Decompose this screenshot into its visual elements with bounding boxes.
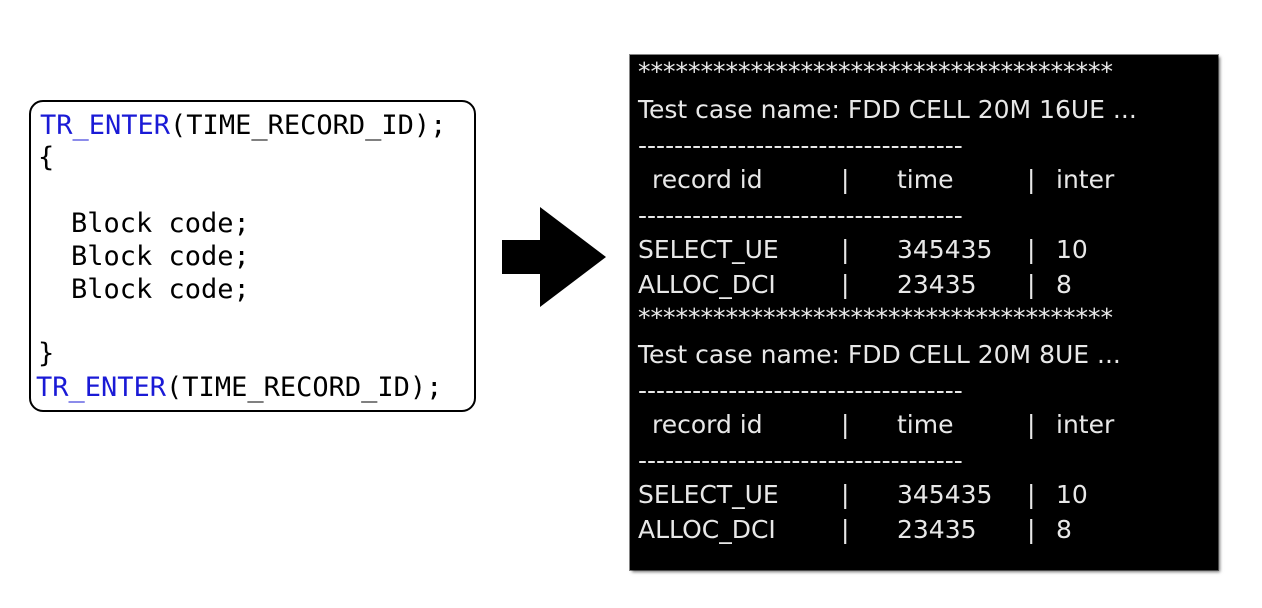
header-inter: inter [1056,410,1115,439]
header-inter: inter [1056,165,1115,194]
row-separator: | [1027,235,1036,264]
row-separator: | [841,270,850,299]
code-argument: (TIME_RECORD_ID); [170,110,447,141]
terminal-output: ************************************** T… [630,55,1218,570]
row-time: 345435 [897,480,993,509]
code-line-tr-enter-end: TR_ENTER(TIME_RECORD_ID); [36,372,442,404]
code-block-line: Block code; [71,208,250,239]
row-inter: 8 [1056,270,1072,299]
header-time: time [897,165,954,194]
dash-separator: ------------------------------------ [638,131,963,160]
row-time: 23435 [897,515,977,544]
row-separator: | [1027,515,1036,544]
row-name: SELECT_UE [638,235,779,264]
row-name: ALLOC_DCI [638,515,776,544]
header-record-id: record id [652,410,763,439]
star-separator: ************************************** [638,303,1113,332]
test-case-title: Test case name: FDD CELL 20M 8UE ... [638,340,1121,369]
star-separator: ************************************** [638,57,1113,86]
test-case-title: Test case name: FDD CELL 20M 16UE ... [638,95,1137,124]
header-separator: | [1027,165,1036,194]
code-keyword: TR_ENTER [36,372,167,403]
header-separator: | [841,165,850,194]
row-separator: | [841,235,850,264]
dash-separator: ------------------------------------ [638,446,963,475]
header-record-id: record id [652,165,763,194]
code-keyword: TR_ENTER [40,110,171,141]
code-line-tr-enter-start: TR_ENTER(TIME_RECORD_ID); [40,110,446,142]
row-separator: | [841,480,850,509]
code-block-line: Block code; [71,241,250,272]
code-open-brace: { [38,142,55,173]
row-inter: 10 [1056,235,1088,264]
row-name: ALLOC_DCI [638,270,776,299]
row-separator: | [1027,480,1036,509]
row-inter: 8 [1056,515,1072,544]
code-argument: (TIME_RECORD_ID); [166,372,443,403]
code-box: TR_ENTER(TIME_RECORD_ID); { Block code; … [29,100,476,412]
row-separator: | [1027,270,1036,299]
row-inter: 10 [1056,480,1088,509]
dash-separator: ------------------------------------ [638,376,963,405]
header-separator: | [841,410,850,439]
header-time: time [897,410,954,439]
code-close-brace: } [38,338,55,369]
code-block-line: Block code; [71,274,250,305]
dash-separator: ------------------------------------ [638,201,963,230]
row-time: 345435 [897,235,993,264]
row-name: SELECT_UE [638,480,779,509]
row-time: 23435 [897,270,977,299]
right-arrow-icon [502,207,606,307]
row-separator: | [841,515,850,544]
header-separator: | [1027,410,1036,439]
